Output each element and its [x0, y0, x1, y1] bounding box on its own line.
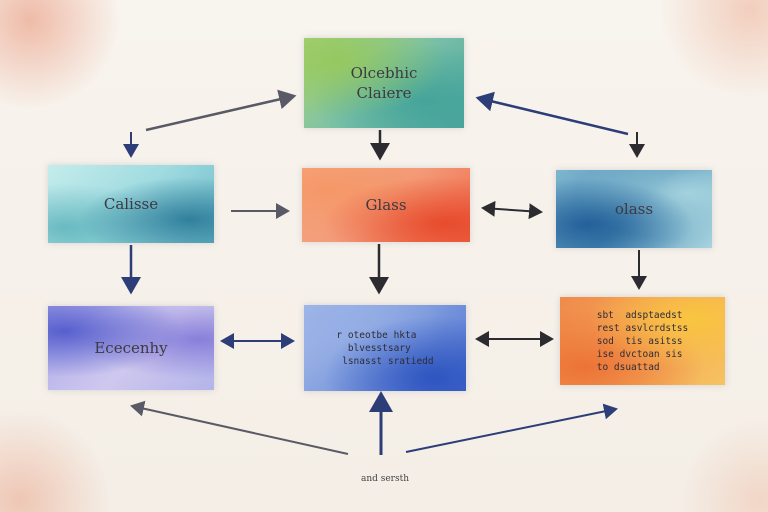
- arrow-bottom-to-right: [405, 403, 618, 453]
- node-top: Olcebhic Claiere: [304, 38, 464, 128]
- node-bottom-middle-text: r oteotbe hkta blvesstsary lsnasst srati…: [336, 329, 434, 367]
- node-top-label: Olcebhic Claiere: [350, 64, 418, 102]
- node-bottom-left-label: Ececenhy: [94, 339, 168, 357]
- arrow-right-to-top: [475, 91, 629, 136]
- node-left-label: Calisse: [103, 195, 159, 213]
- node-right-label: olass: [614, 200, 654, 218]
- footnote-caption: and sersth: [360, 474, 410, 484]
- node-left: Calisse: [48, 165, 214, 243]
- arrow-mid-right-bidir: [481, 200, 543, 220]
- node-bottom-middle: r oteotbe hkta blvesstsary lsnasst srati…: [304, 305, 466, 391]
- node-bottom-left: Ececenhy: [48, 306, 214, 390]
- node-right: olass: [556, 170, 712, 248]
- node-middle: Glass: [302, 168, 470, 242]
- node-bottom-right: sbt adsptaedst rest asvlcrdstss sod tis …: [560, 297, 725, 385]
- arrow-bottom-to-left: [130, 400, 349, 455]
- node-bottom-right-text: sbt adsptaedst rest asvlcrdstss sod tis …: [596, 309, 689, 373]
- node-middle-label: Glass: [365, 196, 407, 214]
- arrow-left-to-top: [145, 89, 297, 132]
